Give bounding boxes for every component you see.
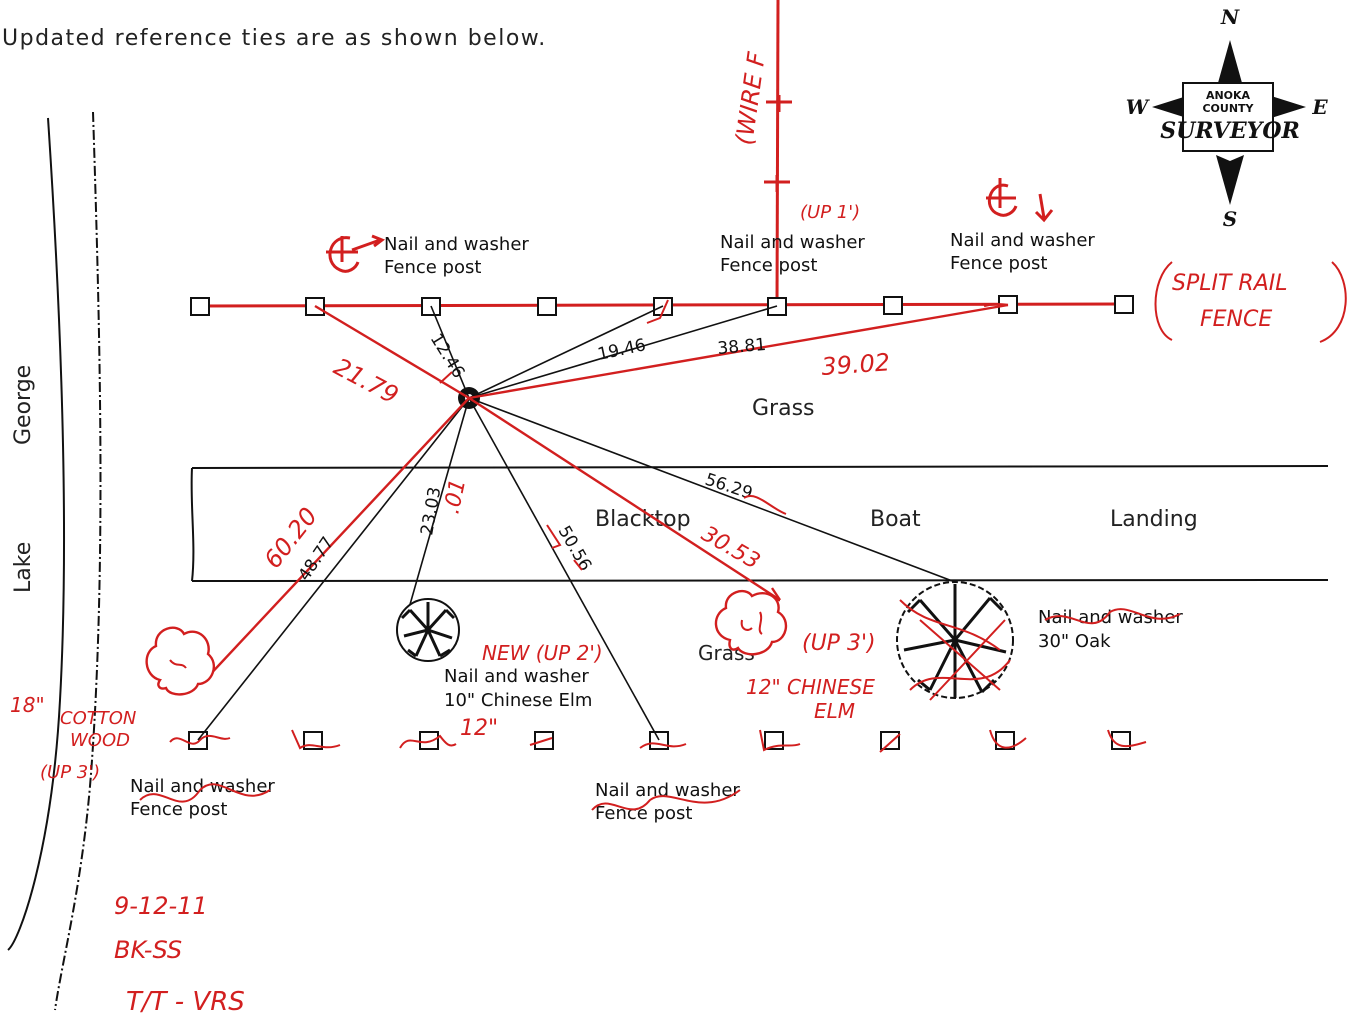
compass-badge-line3: SURVEYOR [1160,118,1300,144]
lake-shoreline [7,117,66,951]
area-label-grass-top: Grass [752,396,815,421]
bottom-fence-posts [188,731,1131,750]
crew-note: BK-SS [114,936,182,964]
label-bottom-mid-line2: Fence post [595,803,692,824]
cottonwood-18-icon [145,626,215,696]
black-tie-lines [197,305,956,741]
label-top-right-line2: Fence post [950,253,1047,274]
red-strike-marks [546,524,583,571]
chinese-elm-note-2: ELM [814,699,855,723]
red-distance-21-79: 21.79 [329,353,403,410]
compass-badge-line1: ANOKA [1206,89,1251,102]
cottonwood-note-3: WOOD [70,730,130,751]
label-top-left-line2: Fence post [384,257,481,278]
compass-icon: ANOKA COUNTY SURVEYOR N S W E [1126,5,1329,231]
distance-19-46: 19.46 [596,335,648,365]
post-check-marks [169,729,1147,753]
road-label-landing: Landing [1110,507,1198,532]
wire-fence-note: (WIRE F [730,49,771,147]
red-tie-lines [204,303,1009,681]
lake-label-lake: Lake [11,542,36,593]
header-note: Updated reference ties are as shown belo… [2,26,547,51]
compass-w-label: W [1126,95,1151,119]
new-up2-note: NEW (UP 2') [482,641,603,665]
oak-strike-marks [899,599,1011,701]
up1-note: (UP 1') [800,202,860,223]
oak-30-icon [896,581,1014,699]
split-rail-brackets [1154,261,1347,343]
centerline-symbol-icon [326,178,1054,273]
up3-elm-note: (UP 3') [802,631,876,656]
label-oak-line2: 30" Oak [1038,631,1111,652]
label-top-left-line1: Nail and washer [384,234,529,255]
label-bottom-mid-line1: Nail and washer [595,780,740,801]
label-bottom-left-line2: Fence post [130,799,227,820]
compass-badge-line2: COUNTY [1202,102,1254,115]
split-rail-note-2: FENCE [1200,307,1272,332]
label-elm-line1: Nail and washer [444,666,589,687]
wire-fence-ticks [764,95,792,192]
road-bottom-edge [191,579,1329,582]
method-note: T/T - VRS [126,987,245,1017]
distance-50-56: 50.56 [554,523,596,575]
label-elm-line2: 10" Chinese Elm [444,690,592,711]
split-rail-note-1: SPLIT RAIL [1172,271,1288,296]
cottonwood-note-2: COTTON [60,708,136,729]
compass-e-label: E [1311,95,1328,119]
chinese-elm-note-1: 12" CHINESE [746,675,875,699]
road-end-edge [190,467,195,582]
distance-38-81: 38.81 [717,335,767,359]
chinese-elm-10-icon [396,598,460,662]
label-strike-marks [139,608,1181,811]
cottonwood-note-4: (UP 3') [40,762,100,783]
chinese-elm-12-icon [714,589,788,656]
twelve-inch-note: 12" [460,716,498,741]
date-note: 9-12-11 [114,892,208,920]
lake-label-george: George [11,365,36,445]
road-top-edge [191,465,1329,469]
distance-12-46: 12.46 [426,330,469,382]
red-distance-39-02: 39.02 [820,348,891,381]
label-top-mid-line1: Nail and washer [720,232,865,253]
label-top-mid-line2: Fence post [720,255,817,276]
compass-s-label: S [1223,207,1237,231]
label-oak-line1: Nail and washer [1038,607,1183,628]
compass-n-label: N [1220,5,1240,29]
red-check-marks [439,299,787,515]
road-label-boat: Boat [870,507,921,532]
lake-boundary-line [54,111,102,1011]
wire-fence-line [775,0,780,307]
cottonwood-note-1: 18" [10,693,45,717]
label-top-right-line1: Nail and washer [950,230,1095,251]
distance-56-29: 56.29 [702,470,754,504]
